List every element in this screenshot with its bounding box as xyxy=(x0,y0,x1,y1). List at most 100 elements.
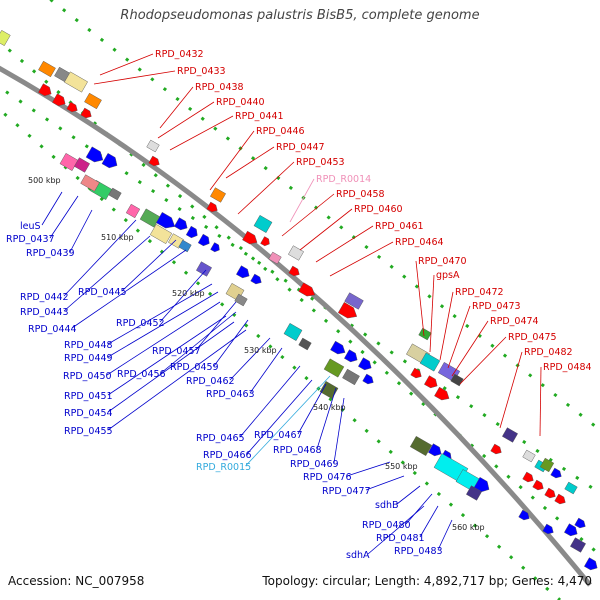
gene-block xyxy=(0,30,11,46)
gene-block xyxy=(178,239,192,253)
label-leader-line xyxy=(396,485,421,505)
gene-arrow xyxy=(344,349,358,363)
gene-arrow xyxy=(66,101,78,113)
gene-arrow xyxy=(185,225,198,239)
label-leader-line xyxy=(49,195,79,239)
label-leader-line xyxy=(419,505,439,538)
position-tick-label: 530 kbp xyxy=(244,346,277,355)
position-tick-label: 500 kbp xyxy=(28,176,61,185)
label-leader-line xyxy=(299,208,353,251)
position-tick-label: 510 kbp xyxy=(101,233,134,242)
gene-arrow xyxy=(518,509,530,521)
label-leader-line xyxy=(159,269,207,323)
position-tick-label: 520 kbp xyxy=(172,289,205,298)
gene-arrow xyxy=(38,83,52,97)
label-leader-line xyxy=(316,387,337,450)
gene-arrow xyxy=(260,236,270,247)
gene-block xyxy=(570,537,586,553)
reverse-gene-label: RPD_0462 xyxy=(186,376,235,387)
forward-gene-label: RPD_0472 xyxy=(455,287,504,298)
reverse-gene-label: RPD_0439 xyxy=(26,248,75,259)
gene-arrow xyxy=(155,212,176,229)
forward-gene-label: RPD_0464 xyxy=(395,237,444,248)
reverse-gene-label: RPD_0457 xyxy=(152,346,201,357)
gene-arrow xyxy=(288,265,300,277)
reverse-gene-label: RPD_0450 xyxy=(63,371,112,382)
genome-backbone xyxy=(0,65,592,587)
gene-block xyxy=(64,71,88,93)
gene-block xyxy=(74,157,90,173)
label-leader-line xyxy=(315,225,374,263)
gene-arrow xyxy=(236,265,250,279)
forward-gene-label: RPD_0441 xyxy=(235,111,284,122)
label-leader-line xyxy=(99,53,154,76)
reverse-gene-label: RPD_0452 xyxy=(116,318,165,329)
gene-arrow xyxy=(542,523,554,535)
gene-arrow xyxy=(250,273,262,285)
reverse-gene-label: RPD_0443 xyxy=(20,307,69,318)
gene-arrow xyxy=(101,153,118,169)
gene-block xyxy=(323,358,345,378)
label-leader-line xyxy=(63,219,137,297)
label-leader-line xyxy=(107,291,219,358)
reverse-gene-label: RPD_0467 xyxy=(254,430,303,441)
forward-gene-label: RPD_0446 xyxy=(256,126,305,137)
gene-block xyxy=(196,261,212,277)
label-leader-line xyxy=(499,351,523,429)
label-leader-line xyxy=(439,291,454,361)
gene-block xyxy=(268,251,282,265)
gene-block xyxy=(108,187,122,201)
gene-block xyxy=(409,436,433,456)
gene-arrow xyxy=(410,367,422,379)
label-leader-line xyxy=(429,274,435,353)
gene-block xyxy=(522,449,536,463)
label-leader-line xyxy=(333,397,345,464)
label-leader-line xyxy=(289,178,315,223)
label-leader-line xyxy=(41,191,63,226)
gene-arrow xyxy=(490,443,502,455)
gene-block xyxy=(234,293,248,307)
gene-block xyxy=(139,208,161,228)
gene-block xyxy=(283,323,303,341)
label-leader-line xyxy=(346,461,391,477)
gene-arrow xyxy=(428,443,442,457)
gene-block xyxy=(502,427,518,443)
position-tick-label: 560 kbp xyxy=(452,523,485,532)
label-leader-line xyxy=(237,161,295,215)
gene-arrow xyxy=(362,373,374,385)
forward-gene-label: RPD_0484 xyxy=(543,362,592,373)
forward-gene-label: RPD_0438 xyxy=(195,82,244,93)
label-leader-line xyxy=(437,519,453,551)
gene-arrow xyxy=(242,230,258,245)
label-leader-line xyxy=(539,366,542,437)
label-leader-line xyxy=(106,301,221,376)
forward-gene-label: RPD_0447 xyxy=(276,142,325,153)
gene-labels: RPD_0432RPD_0433RPD_0438RPD_0440RPD_0441… xyxy=(6,49,592,561)
gene-arrow xyxy=(148,155,160,167)
gene-arrow xyxy=(358,357,372,371)
forward-gene-label: RPD_R0014 xyxy=(316,174,371,185)
gene-arrow xyxy=(564,523,578,537)
label-leader-line xyxy=(107,329,247,431)
reverse-gene-label: RPD_0463 xyxy=(206,389,255,400)
label-leader-line xyxy=(297,383,327,435)
label-leader-line xyxy=(365,475,405,491)
reverse-gene-label: RPD_0445 xyxy=(78,287,127,298)
position-tick-label: 540 kbp xyxy=(313,403,346,412)
gene-arrow xyxy=(337,302,358,319)
reverse-gene-label: RPD_0456 xyxy=(117,369,166,380)
reverse-gene-label: RPD_0468 xyxy=(273,445,322,456)
reverse-gene-label: RPD_0476 xyxy=(303,472,352,483)
gene-block xyxy=(564,481,578,495)
label-leader-line xyxy=(157,101,215,139)
reverse-gene-label: RPD_0455 xyxy=(64,426,113,437)
label-leader-line xyxy=(249,347,283,394)
gene-block xyxy=(298,337,312,351)
gene-features xyxy=(0,30,598,571)
forward-gene-label: RPD_0460 xyxy=(354,204,403,215)
label-leader-line xyxy=(245,375,331,467)
gc-track-line xyxy=(48,0,600,432)
gene-arrow xyxy=(206,201,218,213)
label-leader-line xyxy=(213,319,249,367)
label-leader-line xyxy=(160,311,237,374)
